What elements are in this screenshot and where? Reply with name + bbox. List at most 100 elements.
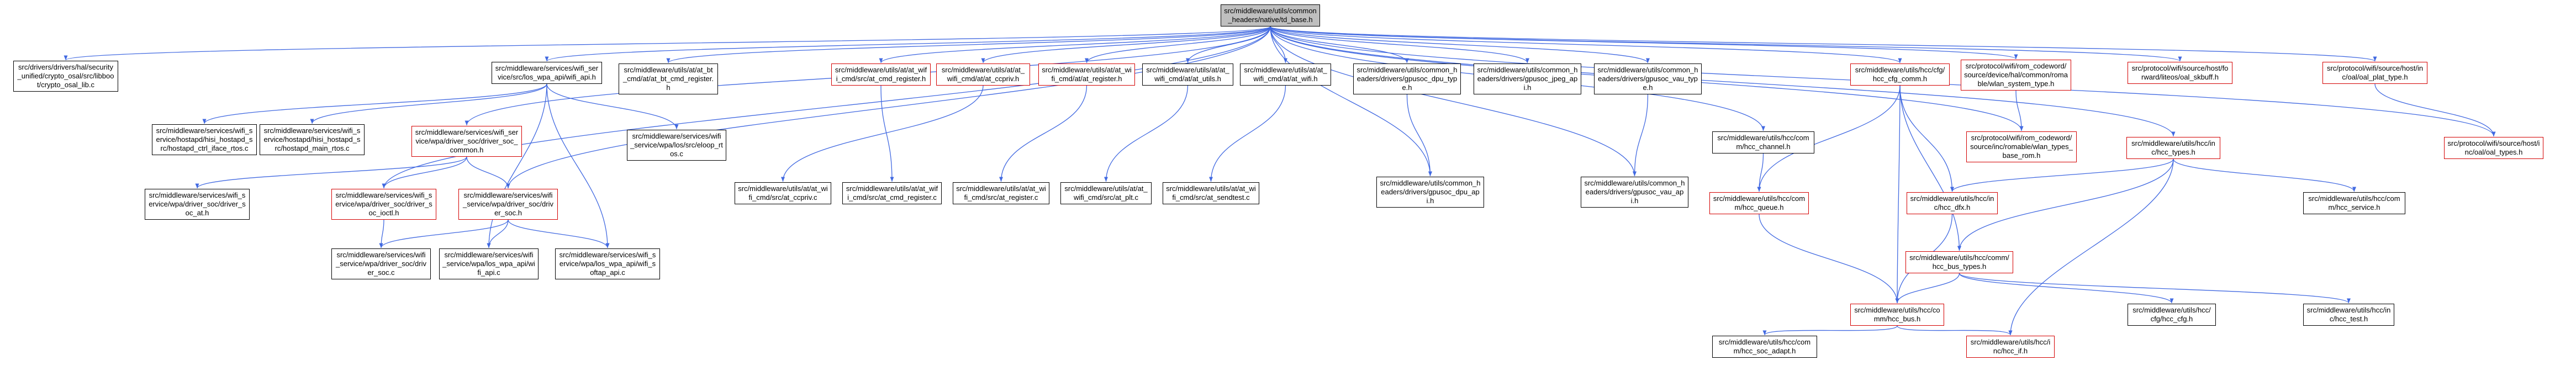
graph-node-driver_soc_c[interactable]: src/middleware/services/wifi_service/wpa… bbox=[331, 248, 431, 279]
graph-node-crypto_osal_lib_c[interactable]: src/drivers/drivers/hal/security_unified… bbox=[13, 61, 118, 92]
graph-node-wlan_system_type_h[interactable]: src/protocol/wifi/rom_codeword/source/de… bbox=[1961, 60, 2071, 91]
graph-node-hcc_service_h[interactable]: src/middleware/utils/hcc/comm/hcc_servic… bbox=[2303, 192, 2405, 214]
include-edge bbox=[1759, 214, 1899, 304]
graph-node-hostapd_main_rtos_c[interactable]: src/middleware/services/wifi_service/hos… bbox=[260, 124, 365, 155]
graph-node-at_utils_h[interactable]: src/middleware/utils/at/at_wifi_cmd/at/a… bbox=[1142, 63, 1233, 86]
include-edge bbox=[2374, 83, 2496, 137]
include-edge bbox=[545, 26, 1271, 62]
graph-node-driver_soc_common_h[interactable]: src/middleware/services/wifi_service/wpa… bbox=[411, 126, 522, 157]
graph-node-at_wifi_h[interactable]: src/middleware/utils/at/at_wifi_cmd/at/a… bbox=[1240, 63, 1331, 86]
include-edge bbox=[1899, 85, 1961, 251]
include-edge bbox=[2173, 158, 2356, 192]
include-edge bbox=[879, 26, 1271, 63]
include-edge bbox=[310, 83, 547, 124]
include-edge bbox=[1270, 26, 1409, 63]
graph-node-hcc_types_h[interactable]: src/middleware/utils/hcc/inc/hcc_types.h bbox=[2126, 137, 2220, 159]
graph-node-at_ccpriv_c[interactable]: src/middleware/utils/at/at_wifi_cmd/src/… bbox=[735, 182, 831, 204]
include-edge bbox=[1406, 94, 1432, 177]
graph-node-at_cmd_register_c[interactable]: src/middleware/utils/at/at_wifi_cmd/src/… bbox=[842, 182, 942, 204]
graph-node-td_base: src/middleware/utils/common_headers/nati… bbox=[1221, 4, 1320, 27]
graph-node-driver_soc_h[interactable]: src/middleware/services/wifi_service/wpa… bbox=[458, 189, 558, 220]
graph-node-driver_soc_ioctl_h[interactable]: src/middleware/services/wifi_service/wpa… bbox=[331, 189, 436, 220]
include-edge bbox=[1633, 94, 1649, 177]
graph-node-gpusoc_jpeg_api_h[interactable]: src/middleware/utils/common_headers/driv… bbox=[1474, 63, 1581, 94]
include-edge bbox=[508, 219, 610, 248]
include-edge bbox=[1950, 158, 2174, 192]
include-edge bbox=[1959, 273, 2174, 304]
include-edge bbox=[487, 83, 547, 248]
graph-node-hcc_dfx_h[interactable]: src/middleware/utils/hcc/inc/hcc_dfx.h bbox=[1907, 192, 1998, 214]
graph-node-gpusoc_dpu_type_h[interactable]: src/middleware/utils/common_headers/driv… bbox=[1353, 63, 1461, 94]
graph-node-hcc_channel_h[interactable]: src/middleware/utils/hcc/comm/hcc_channe… bbox=[1712, 131, 1814, 153]
include-edge bbox=[382, 156, 467, 189]
graph-node-hostapd_ctrl_iface_rtos_c[interactable]: src/middleware/services/wifi_service/hos… bbox=[152, 124, 257, 155]
graph-node-oal_types_h[interactable]: src/protocol/wifi/source/host/inc/oal/oa… bbox=[2444, 137, 2543, 159]
include-edge bbox=[880, 85, 894, 182]
graph-node-hcc_soc_adapt_h[interactable]: src/middleware/utils/hcc/comm/hcc_soc_ad… bbox=[1712, 336, 1817, 358]
graph-node-wifi_api_c[interactable]: src/middleware/services/wifi_service/wpa… bbox=[439, 248, 539, 279]
include-edge bbox=[1270, 26, 2182, 62]
include-edge bbox=[1270, 26, 1432, 177]
include-edge bbox=[999, 85, 1088, 182]
include-edge bbox=[1209, 85, 1286, 182]
graph-node-oal_skbuff_h[interactable]: src/protocol/wifi/source/host/forward/li… bbox=[2128, 62, 2232, 84]
include-edge bbox=[1895, 273, 1960, 304]
include-edge bbox=[1757, 153, 1764, 192]
include-edge bbox=[466, 156, 510, 189]
include-edge bbox=[487, 219, 509, 248]
include-edge bbox=[2008, 158, 2174, 336]
graph-node-at_sendtest_c[interactable]: src/middleware/utils/at/at_wifi_cmd/src/… bbox=[1163, 182, 1259, 204]
include-edge bbox=[781, 85, 984, 182]
graph-node-gpusoc_dpu_api_h[interactable]: src/middleware/utils/common_headers/driv… bbox=[1376, 177, 1484, 208]
graph-node-hcc_cfg_h[interactable]: src/middleware/utils/hcc/cfg/hcc_cfg.h bbox=[2128, 304, 2216, 326]
graph-node-hcc_bus_h[interactable]: src/middleware/utils/hcc/comm/hcc_bus.h bbox=[1850, 304, 1944, 326]
include-edge bbox=[1895, 85, 1901, 304]
include-edge bbox=[1085, 26, 1271, 63]
include-edge bbox=[1270, 26, 1650, 63]
include-edge bbox=[981, 26, 1271, 63]
graph-node-at_register_h[interactable]: src/middleware/utils/at/at_wifi_cmd/at/a… bbox=[1038, 63, 1135, 86]
graph-node-hcc_queue_h[interactable]: src/middleware/utils/hcc/comm/hcc_queue.… bbox=[1709, 192, 1809, 214]
include-edge bbox=[195, 156, 467, 189]
include-edge bbox=[202, 83, 547, 124]
graph-node-hcc_test_h[interactable]: src/middleware/utils/hcc/inc/hcc_test.h bbox=[2303, 304, 2394, 326]
graph-node-wifi_softap_api_c[interactable]: src/middleware/services/wifi_service/wpa… bbox=[555, 248, 660, 279]
include-edge bbox=[1959, 273, 2351, 304]
include-edge bbox=[382, 26, 1271, 189]
include-edge bbox=[1270, 26, 2176, 137]
include-edge bbox=[1270, 26, 1902, 63]
graph-node-oal_plat_type_h[interactable]: src/protocol/wifi/source/host/inc/oal/oa… bbox=[2322, 62, 2427, 84]
include-edge bbox=[1270, 26, 2018, 60]
include-edge bbox=[1270, 26, 1529, 63]
include-edge bbox=[1757, 85, 1901, 192]
include-edge bbox=[1957, 158, 2174, 251]
graph-node-at_register_c[interactable]: src/middleware/utils/at/at_wifi_cmd/src/… bbox=[953, 182, 1049, 204]
graph-node-at_bt_cmd_register_h[interactable]: src/middleware/utils/at/at_bt_cmd/at/at_… bbox=[619, 63, 718, 94]
graph-node-wlan_types_base_rom_h[interactable]: src/protocol/wifi/rom_codeword/source/in… bbox=[1966, 131, 2077, 162]
graph-node-at_ccpriv_h[interactable]: src/middleware/utils/at/at_wifi_cmd/at/a… bbox=[936, 63, 1030, 86]
graph-node-hcc_if_h[interactable]: src/middleware/utils/hcc/inc/hcc_if.h bbox=[1966, 336, 2055, 358]
include-edge bbox=[1270, 26, 2377, 62]
include-edge bbox=[1897, 325, 2013, 336]
graph-node-wifi_api_h[interactable]: src/middleware/services/wifi_service/src… bbox=[492, 62, 602, 84]
include-edge bbox=[2015, 90, 2024, 131]
include-edge bbox=[1899, 85, 1954, 192]
include-edge bbox=[1186, 26, 1271, 63]
include-edge bbox=[1270, 26, 1637, 177]
include-edge bbox=[379, 219, 384, 248]
include-edge bbox=[546, 83, 610, 248]
graph-node-gpusoc_vau_api_h[interactable]: src/middleware/utils/common_headers/driv… bbox=[1581, 177, 1688, 208]
graph-node-at_cmd_register_h[interactable]: src/middleware/utils/at/at_wifi_cmd/src/… bbox=[831, 63, 931, 86]
include-edge bbox=[379, 219, 509, 248]
include-edge bbox=[1762, 325, 1898, 336]
include-edge bbox=[666, 26, 1271, 63]
include-edge bbox=[546, 83, 679, 130]
graph-node-driver_soc_at_h[interactable]: src/middleware/services/wifi_service/wpa… bbox=[145, 189, 250, 220]
graph-node-gpusoc_vau_type_h[interactable]: src/middleware/utils/common_headers/driv… bbox=[1594, 63, 1702, 94]
graph-node-hcc_cfg_comm_h[interactable]: src/middleware/utils/hcc/cfg/hcc_cfg_com… bbox=[1850, 63, 1950, 86]
graph-node-eloop_rtos_c[interactable]: src/middleware/services/wifi_service/wpa… bbox=[627, 130, 726, 161]
graph-node-hcc_bus_types_h[interactable]: src/middleware/utils/hcc/comm/hcc_bus_ty… bbox=[1905, 251, 2013, 273]
graph-node-at_plt_c[interactable]: src/middleware/utils/at/at_wifi_cmd/src/… bbox=[1060, 182, 1152, 204]
include-edge bbox=[1104, 85, 1189, 182]
